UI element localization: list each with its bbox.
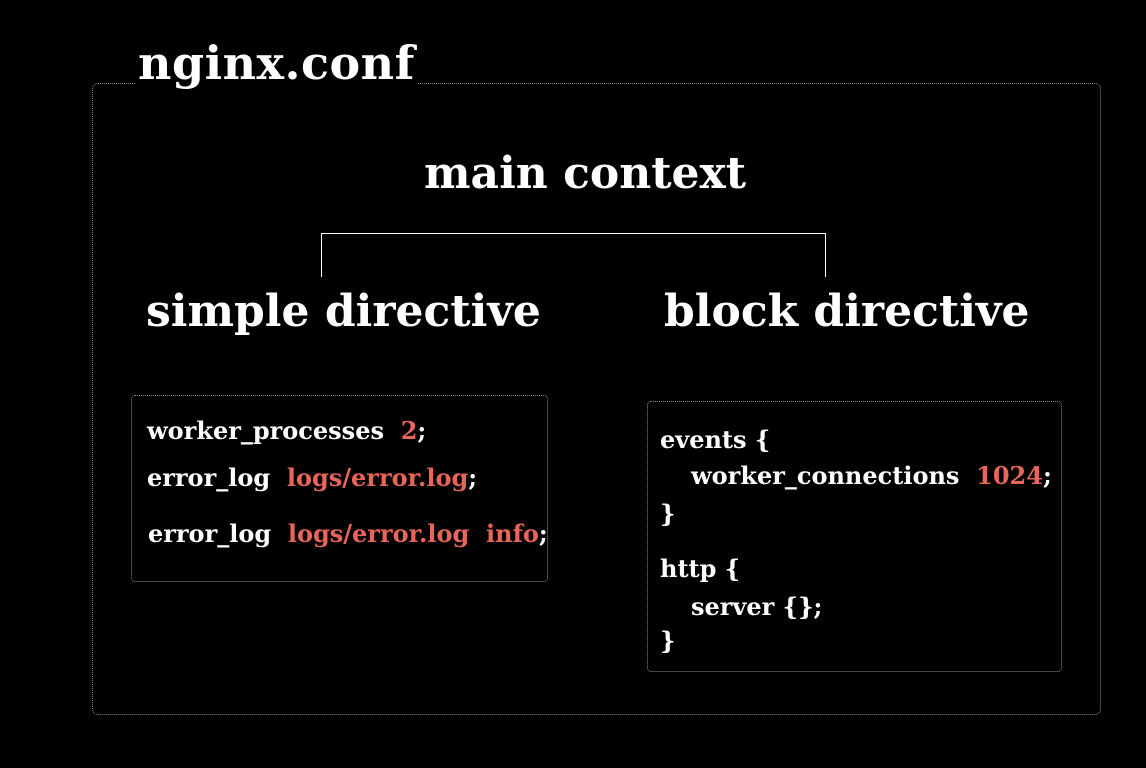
code-line-events-open: events { — [660, 425, 771, 454]
code-line-server: server {}; — [691, 592, 823, 621]
code-line-worker-connections: worker_connections 1024; — [691, 464, 1052, 488]
directive-value: 2 — [400, 416, 418, 445]
code-line-events-close: } — [660, 499, 676, 528]
code-line-worker-processes: worker_processes 2; — [147, 419, 426, 443]
directive-name: worker_connections — [691, 461, 960, 490]
file-title: nginx.conf — [136, 36, 417, 90]
code-line-http-close: } — [660, 626, 676, 655]
code-line-http-open: http { — [660, 554, 741, 583]
block-directive-code-box: events { worker_connections 1024; } http… — [647, 401, 1062, 672]
context-branch-connector — [321, 233, 826, 277]
semicolon: ; — [468, 463, 478, 492]
code-line-error-log-info: error_log logs/error.log info; — [148, 522, 548, 546]
simple-directive-code-box: worker_processes 2; error_log logs/error… — [131, 395, 548, 582]
code-line-error-log: error_log logs/error.log; — [147, 466, 477, 490]
directive-value: logs/error.log — [287, 519, 470, 548]
semicolon: ; — [1042, 461, 1052, 490]
main-context-title: main context — [424, 148, 747, 199]
block-directive-label: block directive — [664, 286, 1030, 337]
simple-directive-label: simple directive — [146, 286, 541, 337]
semicolon: ; — [417, 416, 427, 445]
nginx-conf-frame — [92, 83, 1101, 715]
semicolon: ; — [538, 519, 548, 548]
directive-value: 1024 — [976, 461, 1043, 490]
directive-name: error_log — [148, 519, 272, 548]
directive-value: info — [486, 519, 539, 548]
directive-value: logs/error.log — [286, 463, 469, 492]
directive-name: worker_processes — [147, 416, 384, 445]
directive-name: error_log — [147, 463, 271, 492]
